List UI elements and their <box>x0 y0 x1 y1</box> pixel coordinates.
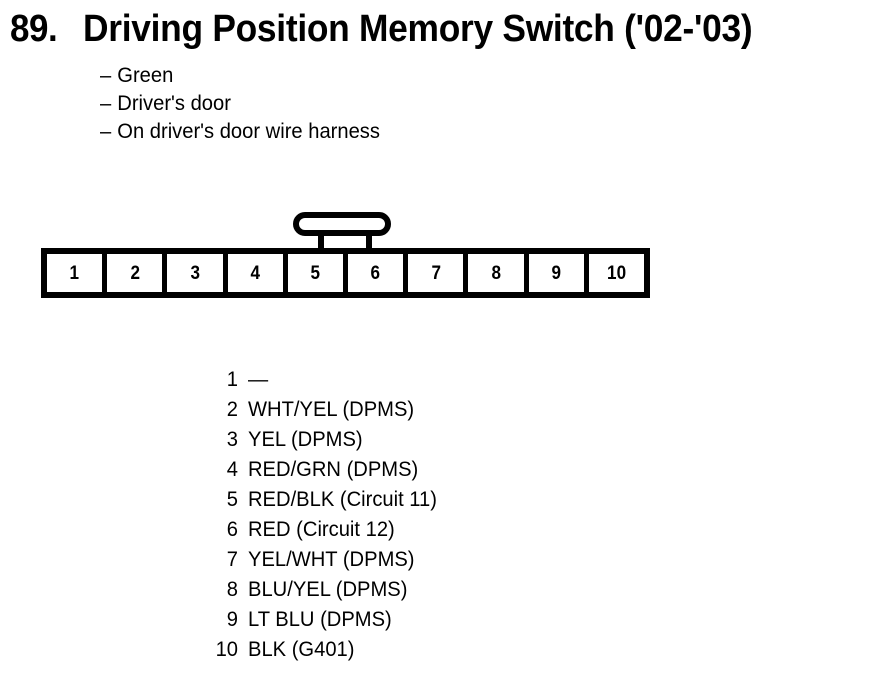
spec-item-label: On driver's door wire harness <box>117 120 380 143</box>
connector-cavity-3: 3 <box>167 254 228 292</box>
spec-item-label: Green <box>117 64 174 87</box>
cavity-number: 7 <box>431 262 441 284</box>
cavity-number: 1 <box>69 262 80 284</box>
locking-tab-post-right <box>366 230 372 252</box>
connector-cavity-2: 2 <box>107 254 168 292</box>
pin-legend-row: 3 YEL (DPMS) <box>150 425 670 455</box>
pin-wire-label: RED (Circuit 12) <box>248 518 395 541</box>
spec-item-label: Driver's door <box>117 92 231 115</box>
locking-tab-post-left <box>318 230 324 252</box>
connector-cavity-7: 7 <box>408 254 469 292</box>
connector-cavity-8: 8 <box>468 254 529 292</box>
connector-cavity-6: 6 <box>348 254 409 292</box>
connector-cavity-10: 10 <box>588 254 645 292</box>
pin-wire-label: RED/BLK (Circuit 11) <box>248 488 437 511</box>
pin-number: 3 <box>226 428 238 451</box>
pin-number: 10 <box>215 638 238 661</box>
pin-number: 6 <box>226 518 238 541</box>
spec-item-harness: –On driver's door wire harness <box>100 118 676 146</box>
pin-legend-row: 4 RED/GRN (DPMS) <box>150 455 670 485</box>
pin-legend-row: 6 RED (Circuit 12) <box>150 515 670 545</box>
connector-cavity-5: 5 <box>287 254 349 292</box>
item-number: 89. <box>10 8 58 50</box>
pin-legend-row: 10 BLK (G401) <box>150 635 670 665</box>
dash-bullet-icon: – <box>100 64 112 87</box>
pin-legend-row: 2 WHT/YEL (DPMS) <box>150 395 670 425</box>
spec-item-location: –Driver's door <box>100 90 676 118</box>
dash-bullet-icon: – <box>100 92 112 115</box>
connector-cavity-1: 1 <box>47 254 108 292</box>
pin-wire-label: YEL/WHT (DPMS) <box>248 548 415 571</box>
connector-cavity-4: 4 <box>227 254 288 292</box>
pin-wire-label: YEL (DPMS) <box>248 428 363 451</box>
pin-number: 1 <box>226 368 238 391</box>
pin-wire-label: BLU/YEL (DPMS) <box>248 578 408 601</box>
pin-number: 5 <box>226 488 238 511</box>
cavity-number: 9 <box>551 262 561 284</box>
dash-bullet-icon: – <box>100 120 112 143</box>
pin-number: 9 <box>226 608 238 631</box>
pin-wire-label: — <box>248 368 268 391</box>
spec-item-color: –Green <box>100 62 676 90</box>
cavity-number: 8 <box>491 262 501 284</box>
pin-legend-row: 8 BLU/YEL (DPMS) <box>150 575 670 605</box>
cavity-number: 10 <box>606 262 626 284</box>
title-text: Driving Position Memory Switch ('02-'03) <box>83 8 753 50</box>
pin-legend-row: 1 — <box>150 365 670 395</box>
pin-number: 2 <box>226 398 238 421</box>
pin-legend-row: 5 RED/BLK (Circuit 11) <box>150 485 670 515</box>
pin-legend-row: 7 YEL/WHT (DPMS) <box>150 545 670 575</box>
pin-wire-label: WHT/YEL (DPMS) <box>248 398 415 421</box>
connector-diagram: 1 2 3 4 5 6 7 8 9 10 <box>41 210 656 302</box>
cavity-number: 2 <box>130 262 140 284</box>
pin-wire-label: LT BLU (DPMS) <box>248 608 392 631</box>
cavity-number: 3 <box>190 262 200 284</box>
pin-number: 7 <box>226 548 238 571</box>
pin-wire-label: RED/GRN (DPMS) <box>248 458 419 481</box>
pin-legend: 1 — 2 WHT/YEL (DPMS) 3 YEL (DPMS) 4 RED/… <box>150 365 670 665</box>
connector-body: 1 2 3 4 5 6 7 8 9 10 <box>41 248 650 298</box>
connector-locking-tab-icon <box>293 212 391 236</box>
pin-number: 8 <box>226 578 238 601</box>
cavity-number: 5 <box>310 262 321 284</box>
page-title: 89. Driving Position Memory Switch ('02-'… <box>10 8 870 52</box>
cavity-number: 6 <box>370 262 381 284</box>
pin-wire-label: BLK (G401) <box>248 638 355 661</box>
connector-cavity-9: 9 <box>528 254 589 292</box>
cavity-number: 4 <box>250 262 260 284</box>
pin-legend-row: 9 LT BLU (DPMS) <box>150 605 670 635</box>
pin-number: 4 <box>226 458 238 481</box>
spec-list: –Green –Driver's door –On driver's door … <box>100 62 700 146</box>
